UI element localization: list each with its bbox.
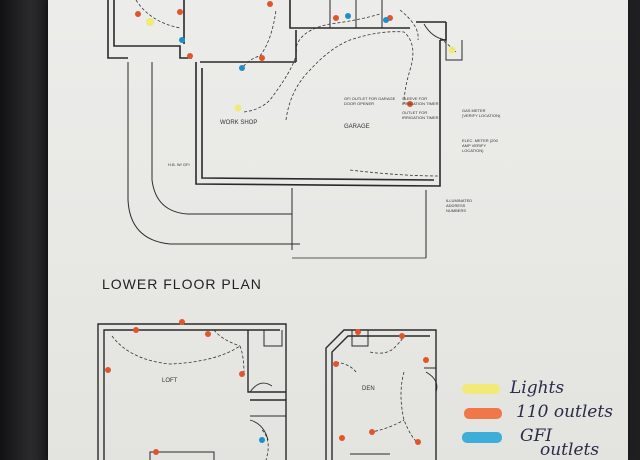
gfi-marker xyxy=(239,65,245,71)
outlet-marker xyxy=(187,53,193,59)
note-hose-bib: H.B. W/ GFI xyxy=(168,162,190,167)
legend-swatch-gfi xyxy=(462,432,502,443)
gfi-markers xyxy=(179,13,389,443)
room-label-den: DEN xyxy=(362,386,375,392)
outlet-marker xyxy=(333,361,339,367)
outlet-marker xyxy=(399,333,405,339)
outlet-markers xyxy=(105,1,429,455)
outlet-marker xyxy=(153,449,159,455)
legend-label-lights: Lights xyxy=(510,378,565,398)
outlet-marker xyxy=(133,327,139,333)
gfi-marker xyxy=(345,13,351,19)
light-marker xyxy=(146,18,154,26)
lower-wiring-lines xyxy=(111,329,421,460)
light-markers xyxy=(146,18,456,112)
lower-plan-walls xyxy=(97,323,437,460)
door-swings xyxy=(249,23,447,441)
outlet-marker xyxy=(105,367,111,373)
outlet-marker xyxy=(135,11,141,17)
outlet-marker xyxy=(179,319,185,325)
gfi-marker xyxy=(179,37,185,43)
outlet-marker xyxy=(369,429,375,435)
note-sleeve: SLEEVE FOR IRRIGATION TIMER xyxy=(402,96,439,106)
light-marker xyxy=(448,46,456,54)
lower-floor-title: LOWER FLOOR PLAN xyxy=(102,276,262,292)
legend-swatch-lights xyxy=(462,384,500,394)
legend-label-gfi: GFI xyxy=(520,426,553,446)
outlet-marker xyxy=(407,101,413,107)
room-label-loft: LOFT xyxy=(162,378,178,384)
note-garage-door: GFI OUTLET FOR GARAGE DOOR OPENER xyxy=(344,96,396,106)
outlet-marker xyxy=(415,439,421,445)
outlet-marker xyxy=(239,371,245,377)
note-elec-meter: ELEC. METER (200 AMP VERIFY LOCATION) xyxy=(462,138,498,153)
outlet-marker xyxy=(259,55,265,61)
outlet-marker xyxy=(339,435,345,441)
note-illuminated-address: ILLUMINATED ADDRESS NUMBERS xyxy=(446,198,473,213)
gfi-marker xyxy=(259,437,265,443)
legend-swatch-outlets xyxy=(464,408,502,419)
outlet-marker xyxy=(423,357,429,363)
outlet-marker xyxy=(177,9,183,15)
blueprint-paper xyxy=(48,0,628,460)
legend-label-gfi-outlets: outlets xyxy=(540,440,600,460)
note-gas-meter: GAS METER (VERIFY LOCATION) xyxy=(462,108,501,118)
upper-plan-walls xyxy=(107,0,463,259)
outlet-marker xyxy=(355,329,361,335)
note-outlet-irrigation: OUTLET FOR IRRIGATION TIMER xyxy=(402,110,439,120)
outlet-marker xyxy=(333,15,339,21)
room-label-garage: GARAGE xyxy=(344,124,370,130)
outlet-marker xyxy=(267,1,273,7)
legend-label-110-outlets: 110 outlets xyxy=(516,402,613,422)
upper-wiring-lines xyxy=(135,0,457,177)
gfi-marker xyxy=(383,17,389,23)
light-marker xyxy=(234,104,242,112)
legend-swatches xyxy=(462,384,502,443)
outlet-marker xyxy=(205,331,211,337)
room-label-workshop: WORK SHOP xyxy=(220,120,258,126)
